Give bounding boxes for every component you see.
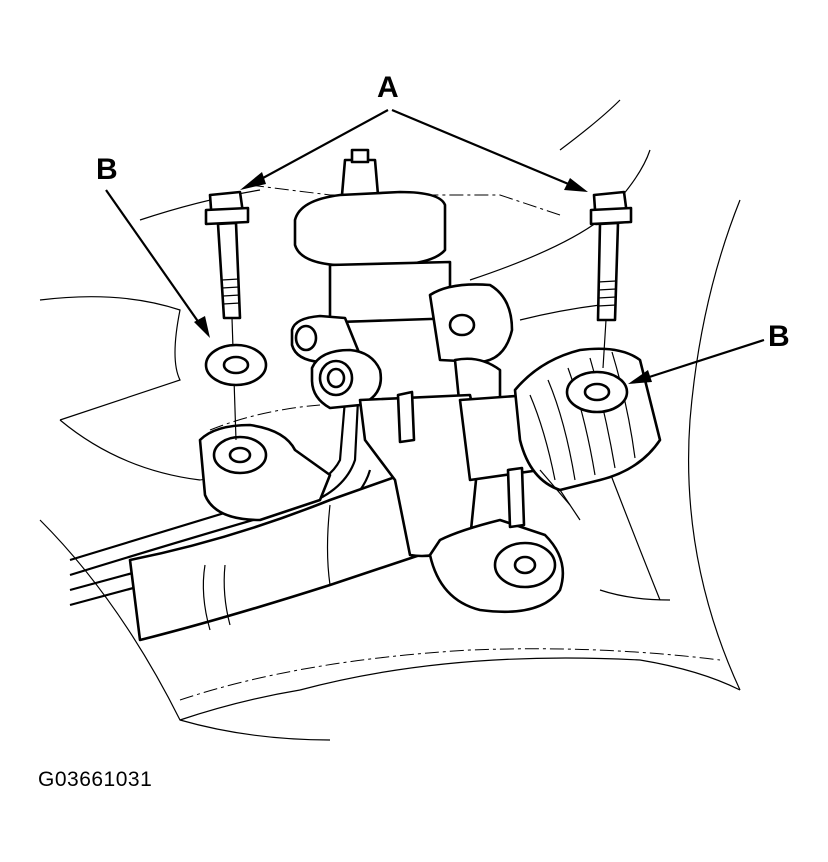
- rack-center-body: [358, 390, 565, 614]
- callout-b-right: B: [768, 320, 790, 353]
- leader-lines: [105, 108, 765, 384]
- valve-body: [290, 148, 514, 417]
- washer-left: [204, 343, 268, 387]
- callout-b-left: B: [96, 153, 118, 186]
- left-mounting-bracket: [198, 423, 332, 522]
- bolt-left: [204, 190, 250, 441]
- washer-right: [565, 370, 629, 414]
- bolt-right: [589, 190, 633, 369]
- figure-code: G03661031: [38, 768, 153, 791]
- callout-a: A: [377, 71, 399, 104]
